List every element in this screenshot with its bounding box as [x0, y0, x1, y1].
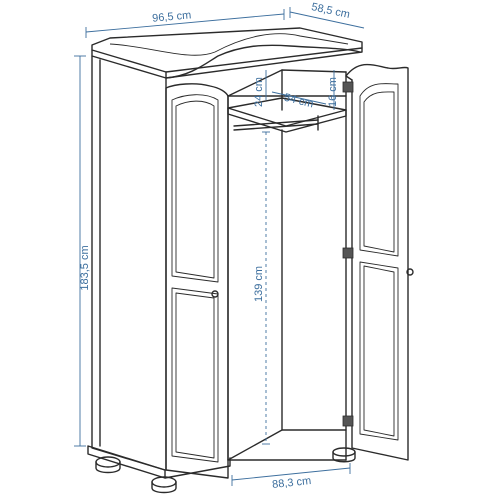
dim-inner-depth: 54 cm	[271, 91, 327, 111]
label-bottom-width: 88,3 cm	[272, 475, 312, 491]
right-door-knob	[406, 268, 414, 276]
hanging-rail	[233, 119, 319, 127]
left-door-knob	[211, 290, 219, 298]
left-door	[165, 83, 229, 479]
left-side-panel	[91, 55, 167, 471]
front-left-foot	[95, 456, 121, 468]
front-right-foot	[151, 476, 177, 488]
label-upper-compartment: 24 cm	[253, 77, 265, 107]
dim-top-width: 96,5 cm	[85, 9, 285, 38]
label-inner-depth: 54 cm	[283, 92, 315, 111]
dim-shelf-gap: 16 cm	[327, 70, 339, 110]
right-door	[342, 63, 414, 461]
dim-top-depth: 58,5 cm	[289, 1, 365, 29]
hinge-top	[342, 81, 354, 93]
back-right-foot	[332, 447, 356, 457]
base-plinth	[87, 445, 356, 494]
dim-upper-compartment: 24 cm	[253, 70, 267, 107]
interior	[227, 69, 347, 461]
label-shelf-gap: 16 cm	[327, 77, 339, 107]
dim-hanging-height: 139 cm	[253, 131, 270, 445]
dim-total-height: 183,5 cm	[74, 55, 91, 447]
cornice	[91, 27, 363, 79]
label-top-width: 96,5 cm	[152, 9, 192, 24]
dim-bottom-width: 88,3 cm	[231, 463, 351, 491]
label-hanging-height: 139 cm	[253, 266, 265, 302]
hinge-bottom	[342, 415, 354, 427]
hinge-middle	[342, 247, 354, 259]
label-total-height: 183,5 cm	[79, 245, 91, 290]
